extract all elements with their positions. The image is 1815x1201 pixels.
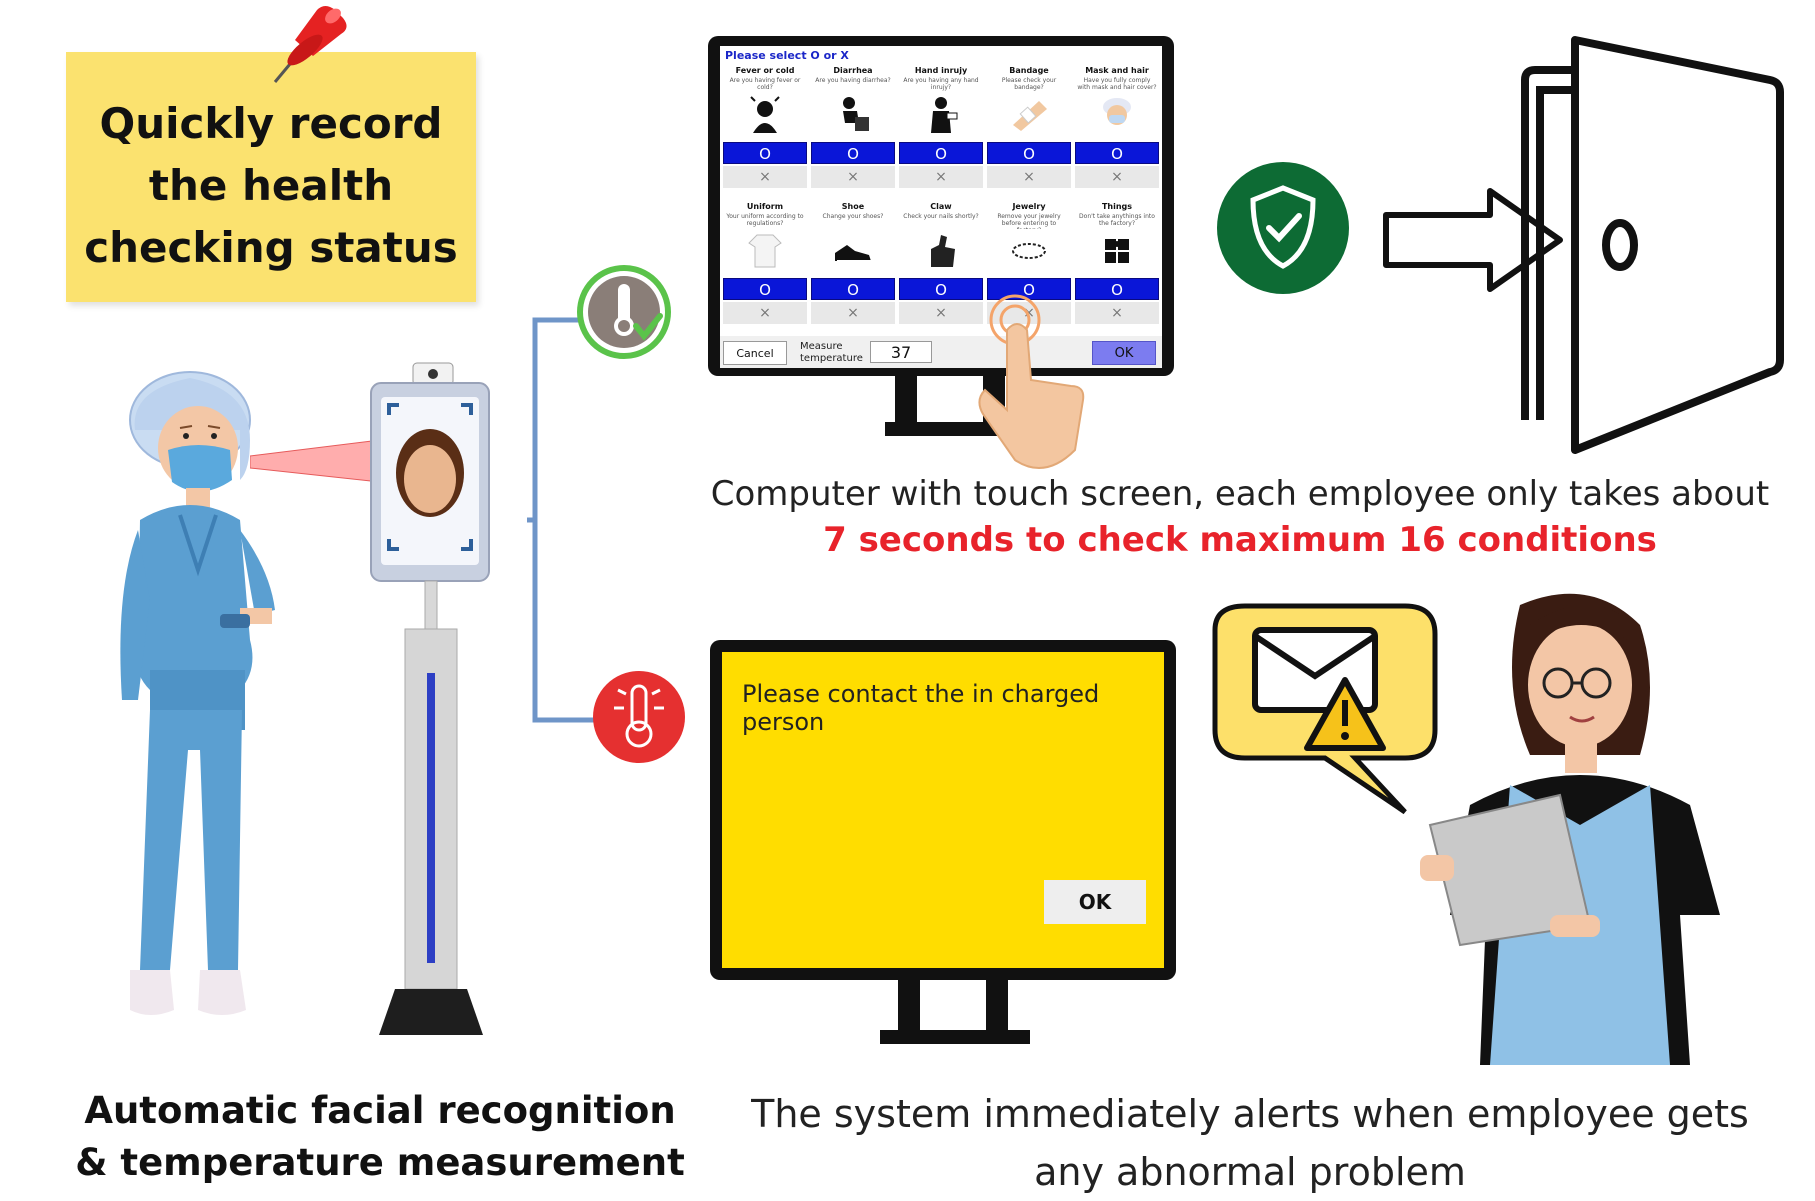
measure-temperature-label: Measure temperature [800,341,863,364]
o-button[interactable]: O [899,278,983,300]
x-button[interactable]: × [899,302,983,324]
condition-bandage: Bandage Please check your bandage? O × [987,64,1071,200]
bracelet-icon [1012,243,1046,259]
condition-mask-hair: Mask and hair Have you fully comply with… [1075,64,1159,200]
condition-question: Have you fully comply with mask and hair… [1077,77,1157,91]
pushpin-icon [273,6,347,83]
o-button[interactable]: O [987,142,1071,164]
condition-question: Your uniform according to regulations? [726,213,804,227]
connector-lines [527,317,597,723]
alert-caption: The system immediately alerts when emplo… [751,1092,1749,1194]
thermometer-ok-icon [577,265,671,359]
condition-question: Check your nails shortly? [903,213,979,220]
checkin-ok-button[interactable]: OK [1092,341,1156,365]
condition-question: Change your shoes? [822,213,884,220]
condition-title: Diarrhea [833,66,873,75]
alert-ok-button[interactable]: OK [1044,880,1146,924]
thermometer-alert-icon [593,671,685,763]
x-button[interactable]: × [723,166,807,188]
condition-fever: Fever or cold Are you having fever or co… [723,64,807,200]
sticky-note: Quickly record the health checking statu… [66,52,476,302]
security-check-icon [1217,162,1349,294]
puzzle-icon [1105,239,1129,263]
touch-hand-icon [978,294,1085,469]
nurse-illustration [120,371,275,1015]
condition-title: Jewelry [1012,202,1046,211]
x-button[interactable]: × [1075,166,1159,188]
condition-grid: Fever or cold Are you having fever or co… [723,64,1159,336]
condition-things: Things Don't take anythings into the fac… [1075,200,1159,336]
mask-hair-icon [1103,98,1131,125]
x-button[interactable]: × [987,166,1071,188]
touch-caption-highlight: 7 seconds to check maximum 16 conditions [823,520,1657,560]
o-button[interactable]: O [1075,278,1159,300]
condition-question: Are you having diarrhea? [815,77,891,84]
condition-title: Hand inrujy [914,66,968,75]
condition-title: Fever or cold [735,66,795,75]
condition-title: Shoe [841,202,865,211]
face-caption: Automatic facial recognition & temperatu… [75,1089,685,1184]
note-text: Quickly record the health checking statu… [84,99,458,272]
x-button[interactable]: × [723,302,807,324]
condition-shoe: Shoe Change your shoes? O × [811,200,895,336]
condition-claw: Claw Check your nails shortly? O × [899,200,983,336]
email-warning-bubble [1212,603,1438,815]
x-button[interactable]: × [811,166,895,188]
scan-beam [250,439,380,483]
x-button[interactable]: × [811,302,895,324]
condition-uniform: Uniform Your uniform according to regula… [723,200,807,336]
condition-title: Things [1101,202,1133,211]
condition-hand-injury: Hand inrujy Are you having any hand inru… [899,64,983,200]
toilet-person-icon [843,97,869,131]
x-button[interactable]: × [899,166,983,188]
o-button[interactable]: O [1075,142,1159,164]
x-button[interactable]: × [1075,302,1159,324]
condition-title: Uniform [746,202,784,211]
condition-question: Remove your jewelry before entering to f… [997,213,1061,229]
condition-question: Are you having any hand inrujy? [903,77,979,91]
checkin-title: Please select O or X [725,49,849,62]
o-button[interactable]: O [723,278,807,300]
o-button[interactable]: O [899,142,983,164]
condition-question: Please check your bandage? [1001,77,1057,91]
monitor-stand [880,978,1030,1044]
condition-title: Claw [930,202,952,211]
condition-title: Bandage [1009,66,1049,75]
alert-screen: Please contact the in charged person OK [722,652,1164,968]
injured-hand-icon [931,97,958,133]
door-icon [1521,36,1784,454]
alert-message: Please contact the in charged person [742,680,1100,736]
shoe-icon [835,245,871,262]
face-recognition-kiosk [370,362,490,1035]
condition-diarrhea: Diarrhea Are you having diarrhea? O × [811,64,895,200]
thumb-icon [931,235,955,267]
temperature-field[interactable]: 37 [870,341,932,363]
manager-with-laptop [1420,593,1720,1065]
checkin-bottom-bar: Cancel Measure temperature 37 OK [720,336,1162,368]
condition-title: Mask and hair [1085,66,1149,75]
bandage-icon [1013,101,1047,131]
fever-person-icon [750,96,780,133]
condition-question: Don't take anythings into the factory? [1079,213,1155,227]
condition-question: Are you having fever or cold? [729,77,801,91]
checkin-screen: Please select O or X Fever or cold Are y… [720,46,1162,368]
uniform-icon [748,234,782,268]
cancel-button[interactable]: Cancel [723,341,787,365]
o-button[interactable]: O [811,142,895,164]
o-button[interactable]: O [811,278,895,300]
o-button[interactable]: O [723,142,807,164]
touch-caption: Computer with touch screen, each employe… [710,474,1770,514]
